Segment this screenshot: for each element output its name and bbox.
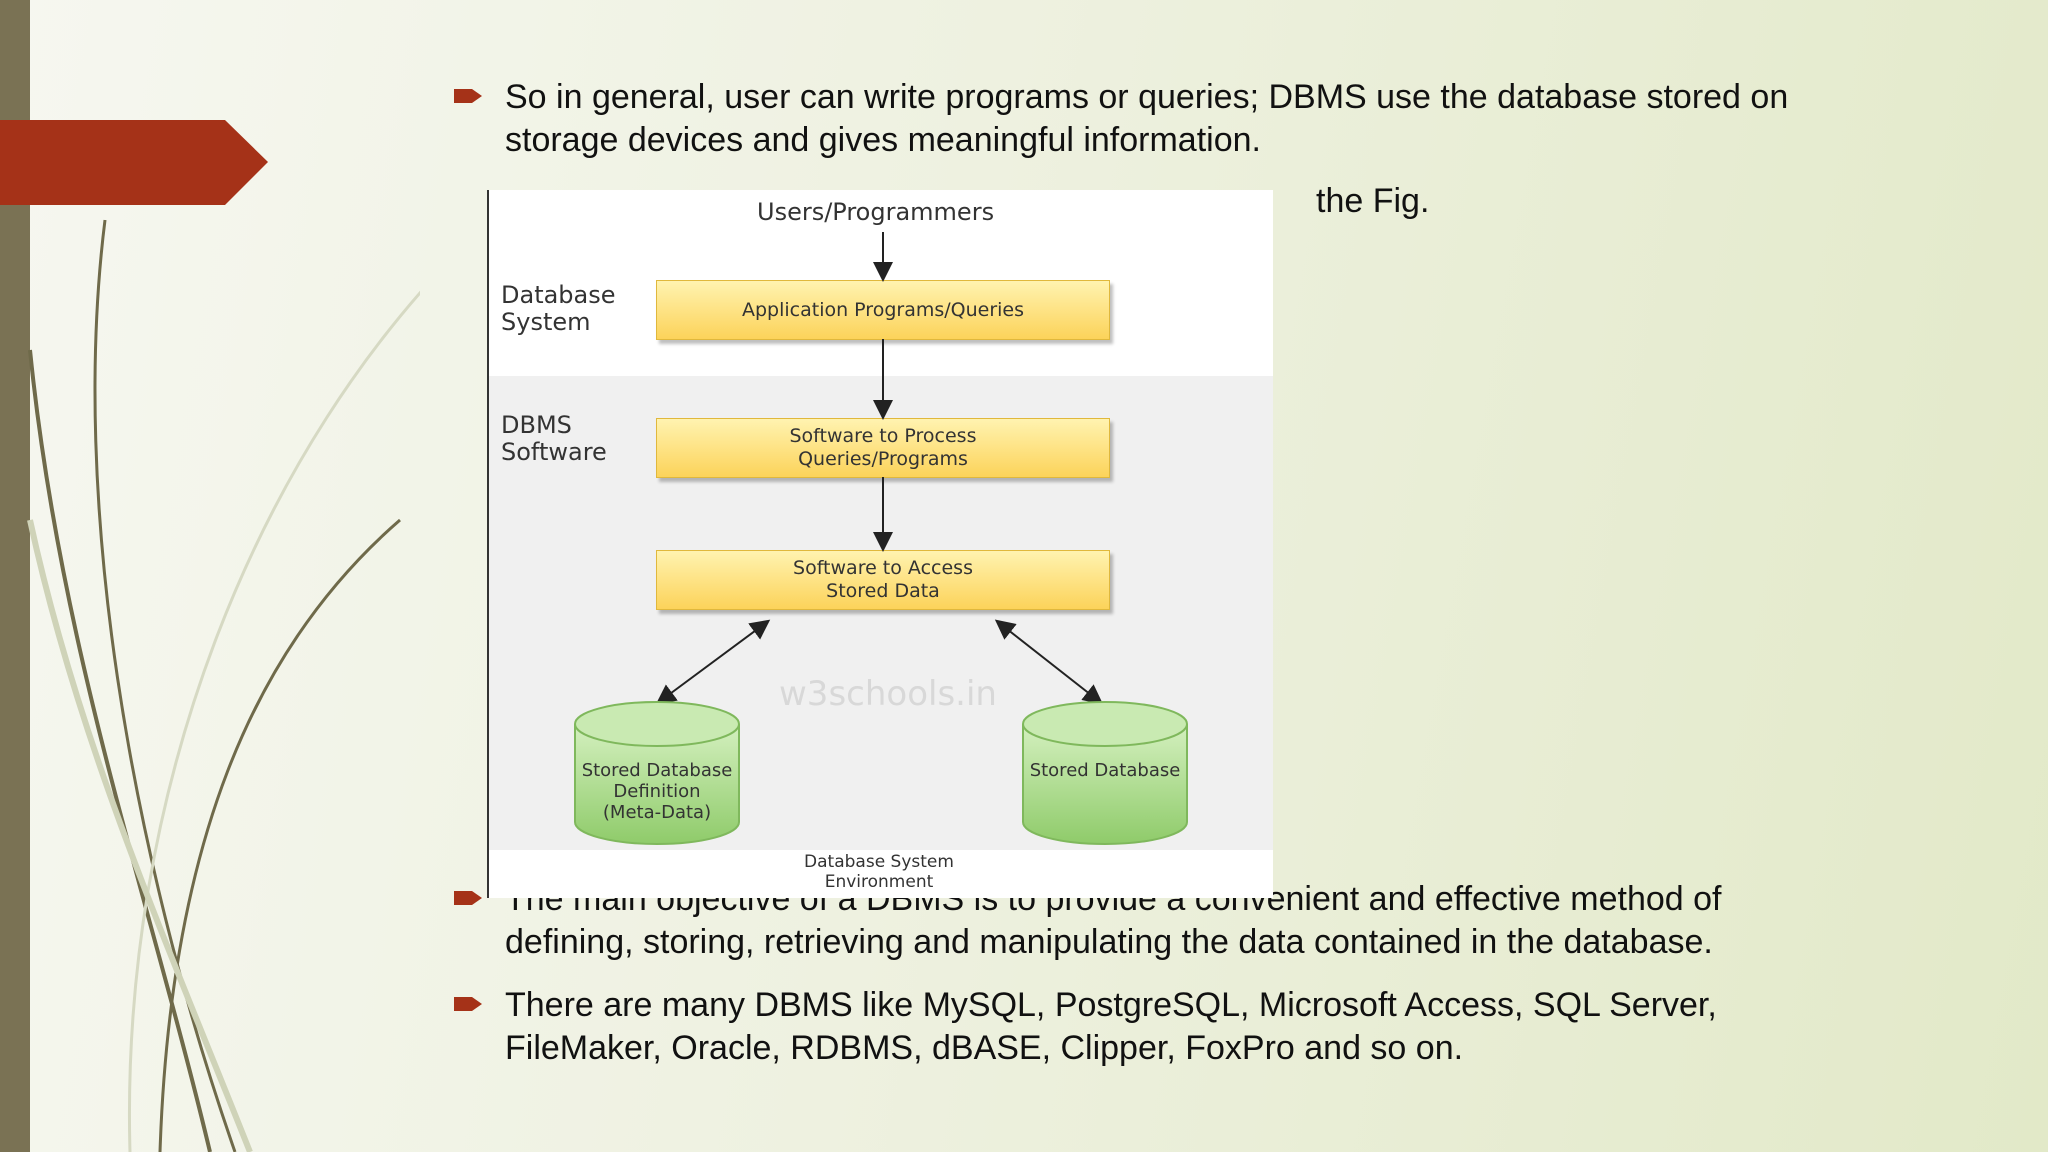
diagram-arrows xyxy=(655,232,1104,705)
figure-caption-tail: the Fig. xyxy=(1316,182,1430,220)
dbms-environment-diagram: Users/Programmers Database System DBMS S… xyxy=(487,190,1273,898)
stored-database-definition-label: Stored Database Definition (Meta-Data) xyxy=(581,760,733,823)
users-programmers-label: Users/Programmers xyxy=(757,198,995,226)
watermark-text: w3schools.in xyxy=(779,674,997,714)
arrow-bullet-icon xyxy=(454,89,482,103)
database-cylinder-icon xyxy=(574,701,740,845)
access-stored-data-box: Software to Access Stored Data xyxy=(656,550,1110,610)
arrow-bullet-icon xyxy=(454,997,482,1011)
decorative-swoosh xyxy=(27,219,420,1152)
bullet-text-3: There are many DBMS like MySQL, PostgreS… xyxy=(505,986,1717,1067)
diagram-left-border xyxy=(487,190,489,898)
stored-database-label: Stored Database xyxy=(1029,760,1181,781)
database-system-environment-label: Database System Environment xyxy=(804,852,954,892)
bullet-text-1: So in general, user can write programs o… xyxy=(505,78,1789,159)
red-arrow-banner xyxy=(0,120,268,205)
database-system-label: Database System xyxy=(501,281,616,336)
database-cylinder-icon xyxy=(1022,701,1188,845)
arrow-bullet-icon xyxy=(454,891,482,905)
dbms-software-label: DBMS Software xyxy=(501,411,607,466)
